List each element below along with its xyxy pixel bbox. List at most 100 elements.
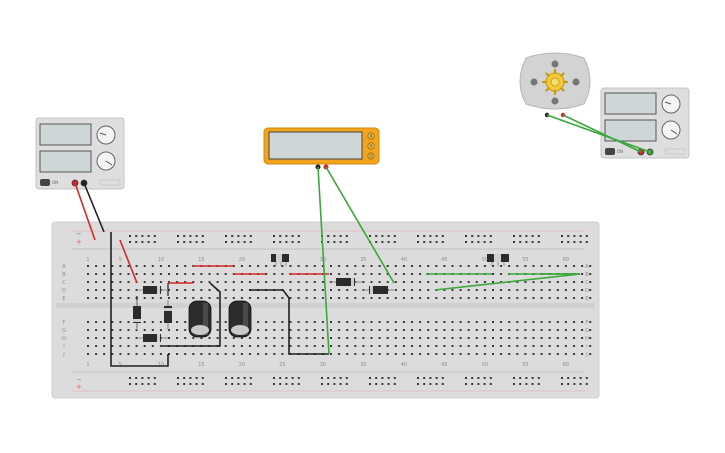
breadboard-hole[interactable] bbox=[475, 265, 478, 267]
rail-hole[interactable] bbox=[321, 383, 323, 385]
breadboard-hole[interactable] bbox=[346, 289, 349, 291]
breadboard-hole[interactable] bbox=[95, 321, 98, 323]
breadboard-hole[interactable] bbox=[419, 273, 422, 275]
rail-hole[interactable] bbox=[225, 241, 227, 243]
breadboard-hole[interactable] bbox=[111, 265, 114, 267]
rail-hole[interactable] bbox=[585, 377, 588, 379]
rail-hole[interactable] bbox=[489, 235, 492, 237]
rail-hole[interactable] bbox=[525, 383, 528, 385]
breadboard-hole[interactable] bbox=[467, 345, 470, 347]
breadboard-hole[interactable] bbox=[564, 281, 567, 283]
rail-hole[interactable] bbox=[417, 235, 419, 237]
breadboard-hole[interactable] bbox=[451, 297, 454, 299]
breadboard-hole[interactable] bbox=[330, 265, 332, 267]
wire-green-motor-1[interactable] bbox=[546, 114, 651, 153]
rail-hole[interactable] bbox=[273, 383, 275, 385]
breadboard-hole[interactable] bbox=[103, 281, 106, 283]
rail-hole[interactable] bbox=[189, 235, 192, 237]
breadboard-hole[interactable] bbox=[176, 353, 179, 355]
rail-hole[interactable] bbox=[429, 241, 432, 243]
breadboard-hole[interactable] bbox=[524, 289, 527, 291]
breadboard-hole[interactable] bbox=[443, 281, 446, 283]
rail-hole[interactable] bbox=[129, 241, 131, 243]
rail-hole[interactable] bbox=[297, 235, 300, 237]
breadboard-hole[interactable] bbox=[321, 281, 324, 283]
breadboard-hole[interactable] bbox=[338, 353, 341, 355]
breadboard-hole[interactable] bbox=[427, 265, 430, 267]
breadboard-hole[interactable] bbox=[532, 337, 535, 339]
breadboard-hole[interactable] bbox=[475, 321, 478, 323]
breadboard-hole[interactable] bbox=[378, 321, 381, 323]
breadboard-hole[interactable] bbox=[338, 321, 341, 323]
breadboard-hole[interactable] bbox=[581, 265, 584, 267]
breadboard-hole[interactable] bbox=[168, 273, 170, 275]
breadboard-hole[interactable] bbox=[443, 289, 446, 291]
breadboard-hole[interactable] bbox=[176, 265, 179, 267]
breadboard-hole[interactable] bbox=[176, 329, 179, 331]
rail-hole[interactable] bbox=[135, 241, 138, 243]
rail-hole[interactable] bbox=[177, 377, 179, 379]
rail-hole[interactable] bbox=[471, 383, 474, 385]
breadboard-hole[interactable] bbox=[532, 289, 535, 291]
breadboard-hole[interactable] bbox=[143, 265, 146, 267]
breadboard-hole[interactable] bbox=[265, 329, 268, 331]
breadboard-hole[interactable] bbox=[394, 289, 397, 291]
breadboard-hole[interactable] bbox=[354, 353, 357, 355]
breadboard-hole[interactable] bbox=[394, 321, 397, 323]
breadboard-hole[interactable] bbox=[346, 345, 349, 347]
breadboard-hole[interactable] bbox=[459, 353, 462, 355]
breadboard-hole[interactable] bbox=[200, 281, 203, 283]
breadboard-hole[interactable] bbox=[305, 329, 308, 331]
breadboard-hole[interactable] bbox=[281, 337, 284, 339]
breadboard-hole[interactable] bbox=[581, 321, 584, 323]
breadboard-hole[interactable] bbox=[289, 337, 292, 339]
breadboard-hole[interactable] bbox=[216, 353, 219, 355]
breadboard-hole[interactable] bbox=[548, 353, 551, 355]
breadboard-hole[interactable] bbox=[240, 353, 243, 355]
breadboard-hole[interactable] bbox=[589, 265, 592, 267]
rail-hole[interactable] bbox=[435, 383, 438, 385]
breadboard-hole[interactable] bbox=[95, 353, 98, 355]
breadboard-hole[interactable] bbox=[573, 281, 575, 283]
breadboard-hole[interactable] bbox=[143, 321, 146, 323]
breadboard-hole[interactable] bbox=[508, 265, 511, 267]
rail-hole[interactable] bbox=[471, 377, 474, 379]
breadboard-hole[interactable] bbox=[492, 329, 494, 331]
breadboard-hole[interactable] bbox=[200, 273, 203, 275]
breadboard-hole[interactable] bbox=[548, 345, 551, 347]
rail-hole[interactable] bbox=[189, 241, 192, 243]
breadboard-hole[interactable] bbox=[208, 353, 211, 355]
breadboard-hole[interactable] bbox=[208, 337, 211, 339]
breadboard-hole[interactable] bbox=[176, 321, 179, 323]
rail-hole[interactable] bbox=[189, 377, 192, 379]
breadboard-hole[interactable] bbox=[402, 345, 405, 347]
breadboard-hole[interactable] bbox=[564, 329, 567, 331]
rail-hole[interactable] bbox=[471, 241, 474, 243]
breadboard-hole[interactable] bbox=[224, 321, 227, 323]
breadboard-hole[interactable] bbox=[386, 273, 389, 275]
capacitor-1[interactable] bbox=[188, 300, 212, 338]
breadboard-hole[interactable] bbox=[257, 345, 260, 347]
breadboard-hole[interactable] bbox=[143, 281, 146, 283]
rail-hole[interactable] bbox=[153, 377, 156, 379]
breadboard-hole[interactable] bbox=[346, 297, 349, 299]
rail-hole[interactable] bbox=[375, 383, 378, 385]
breadboard-hole[interactable] bbox=[168, 265, 170, 267]
diode-2[interactable] bbox=[137, 334, 168, 342]
breadboard-hole[interactable] bbox=[459, 281, 462, 283]
breadboard-hole[interactable] bbox=[127, 329, 130, 331]
breadboard-hole[interactable] bbox=[95, 265, 98, 267]
breadboard-hole[interactable] bbox=[87, 265, 89, 267]
breadboard-hole[interactable] bbox=[143, 353, 146, 355]
breadboard-hole[interactable] bbox=[330, 345, 332, 347]
breadboard-hole[interactable] bbox=[419, 321, 422, 323]
breadboard-hole[interactable] bbox=[483, 337, 486, 339]
rail-hole[interactable] bbox=[279, 377, 282, 379]
breadboard-hole[interactable] bbox=[524, 345, 527, 347]
breadboard-hole[interactable] bbox=[330, 321, 332, 323]
breadboard-hole[interactable] bbox=[548, 289, 551, 291]
breadboard-hole[interactable] bbox=[362, 345, 365, 347]
rail-hole[interactable] bbox=[585, 383, 588, 385]
rail-hole[interactable] bbox=[201, 241, 204, 243]
